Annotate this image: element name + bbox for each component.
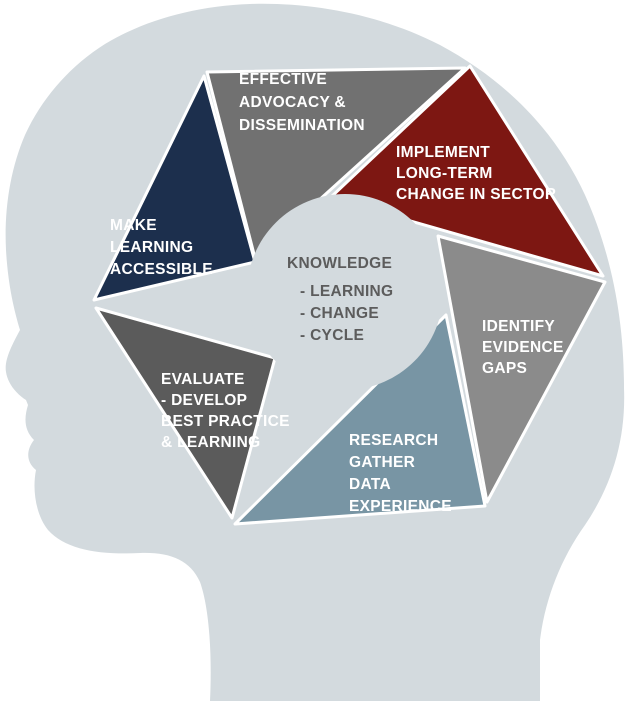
segment-evaluate [94,306,277,520]
center-subline: - CYCLE [300,327,364,344]
segment-label-line: IDENTIFY [482,318,555,335]
segment-label-line: GATHER [349,454,415,471]
segment-label-research: RESEARCH GATHER DATA EXPERIENCE [349,432,452,515]
segment-label-line: DISSEMINATION [239,117,365,134]
segment-label-implement: IMPLEMENT LONG-TERM CHANGE IN SECTOR [396,144,556,203]
segment-label-line: EVIDENCE [482,339,564,356]
segment-label-line: EFFECTIVE [239,71,327,88]
segment-label-evaluate: EVALUATE - DEVELOP BEST PRACTICE & LEARNING [161,371,290,451]
segment-label-line: CHANGE IN SECTOR [396,186,556,203]
segment-label-line: BEST PRACTICE [161,413,290,430]
segment-label-line: EXPERIENCE [349,498,452,515]
segment-label-line: DATA [349,476,391,493]
segment-label-line: ADVOCACY & [239,94,346,111]
segment-identify [436,234,607,504]
segment-label-line: LEARNING [110,239,193,256]
segment-label-identify: IDENTIFY EVIDENCE GAPS [482,318,564,377]
center-subline: - LEARNING [300,283,393,300]
center-title: KNOWLEDGE [287,255,392,272]
segment-implement [328,64,605,278]
segment-label-line: LONG-TERM [396,165,493,182]
center-disc [247,194,443,390]
segment-label-line: & LEARNING [161,434,260,451]
center-subline: - CHANGE [300,305,379,322]
segment-accessible [92,74,257,302]
segment-research [233,313,487,526]
segment-label-line: EVALUATE [161,371,245,388]
segment-advocacy [205,66,467,260]
segment-label-line: MAKE [110,217,157,234]
segment-label-line: - DEVELOP [161,392,247,409]
segment-label-line: ACCESSIBLE [110,261,213,278]
segment-label-line: IMPLEMENT [396,144,490,161]
segment-label-accessible: MAKE LEARNING ACCESSIBLE [110,217,213,278]
segment-label-line: GAPS [482,360,527,377]
segment-label-advocacy: EFFECTIVE ADVOCACY & DISSEMINATION [239,71,365,134]
segment-label-line: RESEARCH [349,432,438,449]
